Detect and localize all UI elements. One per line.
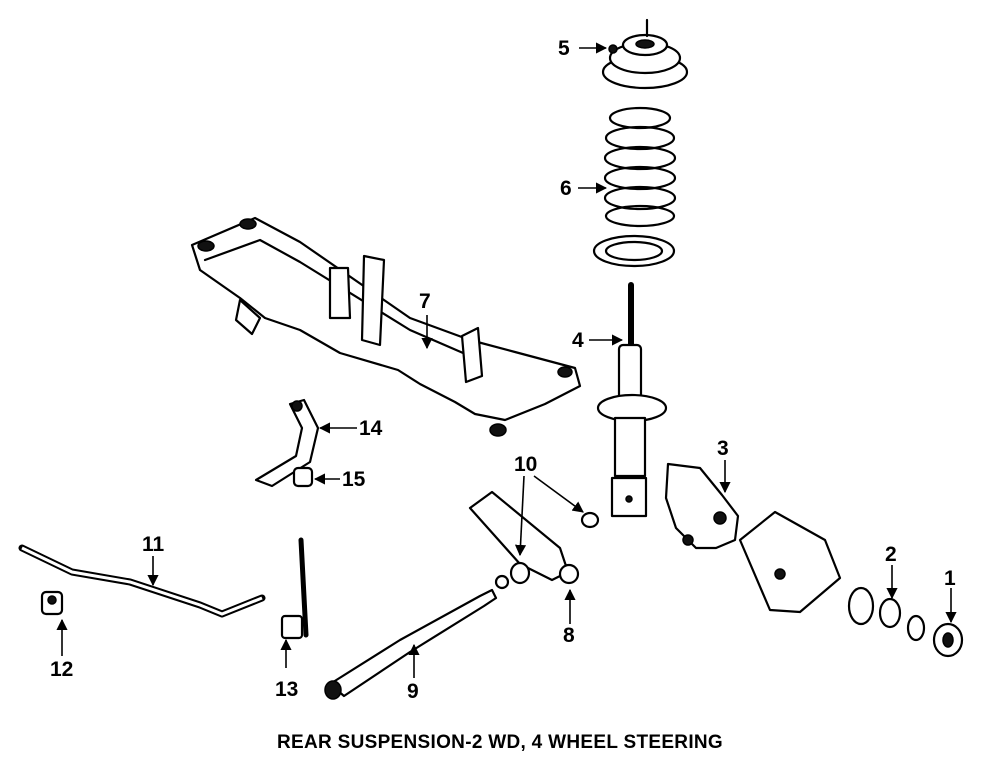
callouts: 5 6 4 7 3 14 15 10 8 11 12 13 9 2 1 <box>50 37 957 703</box>
bar-bushing <box>40 590 64 616</box>
brake-shield <box>738 510 842 614</box>
stabilizer-bar <box>18 544 266 618</box>
knuckle <box>664 462 740 550</box>
callout-10: 10 <box>514 453 537 476</box>
link-bracket <box>254 398 320 488</box>
callout-4: 4 <box>572 329 584 352</box>
callout-13: 13 <box>275 678 298 701</box>
callout-12: 12 <box>50 658 73 681</box>
callout-1: 1 <box>944 567 956 590</box>
bushing <box>292 466 314 488</box>
crossmember <box>190 216 582 437</box>
callout-15: 15 <box>342 468 366 491</box>
callout-3: 3 <box>717 437 729 460</box>
callout-7: 7 <box>419 290 431 313</box>
hub-seals <box>847 586 926 642</box>
control-arm <box>468 490 600 585</box>
callout-8: 8 <box>563 624 575 647</box>
diagram-caption: REAR SUSPENSION-2 WD, 4 WHEEL STEERING <box>277 732 723 753</box>
callout-14: 14 <box>359 417 383 440</box>
strut-assembly <box>596 282 668 518</box>
callout-9: 9 <box>407 680 419 703</box>
strut-mount <box>601 18 689 90</box>
callout-2: 2 <box>885 543 897 566</box>
callout-11: 11 <box>142 533 165 556</box>
callout-5: 5 <box>558 37 570 60</box>
trailing-link <box>324 574 510 700</box>
hub-cap <box>932 622 964 658</box>
callout-6: 6 <box>560 177 572 200</box>
link-rod <box>280 537 309 640</box>
coil-spring <box>592 106 677 268</box>
